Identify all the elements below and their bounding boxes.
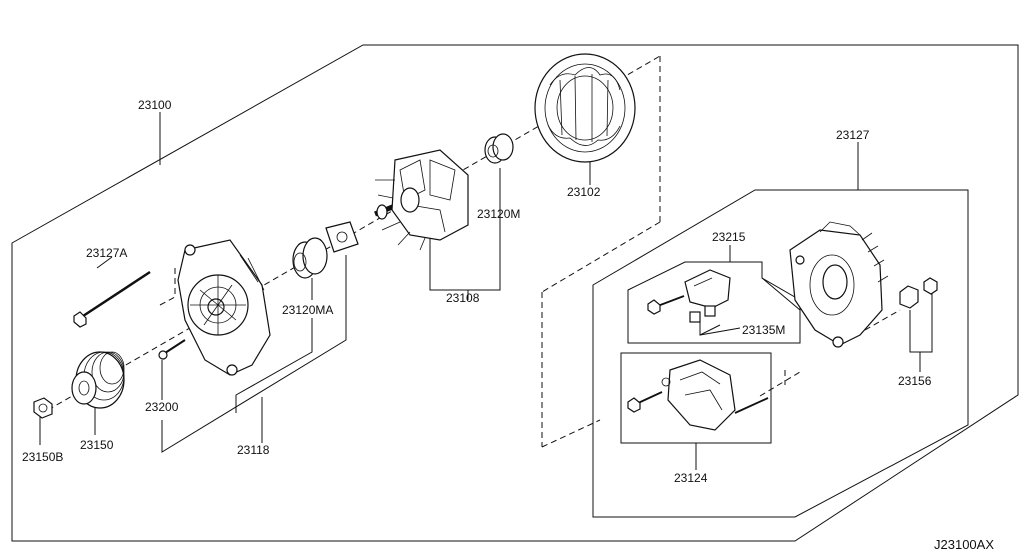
label-23200: 23200 bbox=[145, 400, 179, 414]
regulator-23124 bbox=[627, 359, 769, 431]
through-bolt-23127a bbox=[73, 270, 151, 328]
retainer-plate bbox=[325, 221, 359, 253]
rotor-23108 bbox=[374, 149, 469, 251]
bearing-23120ma bbox=[292, 237, 328, 279]
label-23135m: 23135M bbox=[742, 323, 785, 337]
stator-23102 bbox=[534, 53, 636, 163]
bearing-23120m bbox=[484, 133, 514, 164]
assembly-frame-23100 bbox=[11, 44, 1019, 542]
subassembly-frame-23127 bbox=[592, 189, 969, 518]
label-23100: 23100 bbox=[138, 98, 172, 112]
label-23108: 23108 bbox=[446, 291, 480, 305]
brush-holder-23215 bbox=[647, 269, 731, 323]
label-23124: 23124 bbox=[674, 471, 708, 485]
regulator-box-23124 bbox=[620, 352, 772, 444]
pulley-23150 bbox=[71, 351, 125, 409]
terminal-nut-23156 bbox=[899, 277, 938, 309]
label-23120m: 23120M bbox=[477, 207, 520, 221]
front-housing-23118 bbox=[177, 239, 271, 376]
nut-23150b bbox=[33, 397, 53, 419]
brush-holder-box-23215 bbox=[627, 261, 801, 344]
rear-housing-23127 bbox=[789, 221, 889, 348]
label-23150b: 23150B bbox=[22, 450, 63, 464]
leader-lines bbox=[39, 112, 933, 470]
label-23150: 23150 bbox=[80, 438, 114, 452]
label-23156: 23156 bbox=[898, 374, 932, 388]
assembly-guide-lines bbox=[47, 55, 901, 448]
label-23127: 23127 bbox=[836, 128, 870, 142]
label-23127a: 23127A bbox=[86, 246, 127, 260]
label-23120ma: 23120MA bbox=[282, 303, 333, 317]
label-23118: 23118 bbox=[237, 443, 270, 457]
screw-23200 bbox=[158, 339, 186, 360]
label-23215: 23215 bbox=[712, 230, 746, 244]
label-23102: 23102 bbox=[567, 185, 601, 199]
diagram-code: J23100AX bbox=[934, 537, 994, 552]
